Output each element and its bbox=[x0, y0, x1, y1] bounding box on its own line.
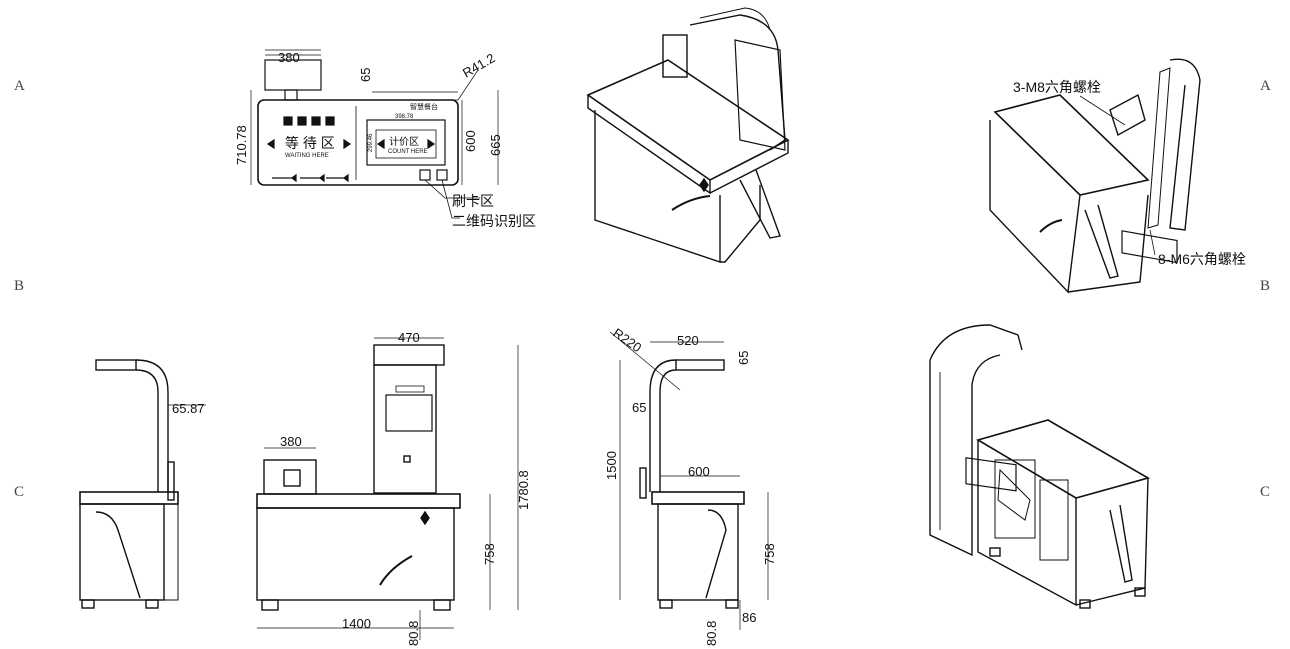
iso-monitor bbox=[662, 34, 688, 78]
count-zone-title: 计价区 bbox=[389, 135, 419, 148]
dim-arm-length: 520 bbox=[677, 333, 699, 348]
dim-depth-desk: 600 bbox=[463, 130, 478, 152]
sign-title: 智慧餐台 bbox=[410, 102, 438, 111]
iso-view-front bbox=[586, 7, 790, 263]
side-view-right bbox=[609, 331, 769, 630]
dim-desk-height-side: 758 bbox=[762, 543, 777, 565]
iso-view-back bbox=[929, 324, 1151, 609]
dim-caster-width: 86 bbox=[742, 610, 756, 625]
count-zone-sub: COUNT HERE bbox=[388, 149, 428, 155]
card-zone-label: 刷卡区 bbox=[452, 193, 494, 209]
dim-caster-front: 80.8 bbox=[406, 621, 421, 646]
grid-row-c-right: C bbox=[1260, 484, 1271, 500]
grid-row-b-right: B bbox=[1260, 278, 1271, 294]
grid-row-a-left: A bbox=[14, 78, 25, 94]
dim-caster-side: 80.8 bbox=[704, 621, 719, 646]
dim-desk-depth: 600 bbox=[688, 464, 710, 479]
top-view bbox=[250, 49, 499, 219]
dim-head-width: 470 bbox=[398, 330, 420, 345]
dim-pole-height: 1500 bbox=[604, 451, 619, 480]
wait-zone-sub: WAITING HERE bbox=[285, 153, 329, 159]
front-view bbox=[256, 337, 519, 640]
bolt-m6-label: 8-M6六角螺栓 bbox=[1158, 251, 1246, 267]
card-reader bbox=[419, 169, 431, 181]
dim-thickness: 65 bbox=[358, 68, 373, 82]
qr-zone-label: 二维码识别区 bbox=[452, 213, 536, 229]
grid-row-b-left: B bbox=[14, 278, 25, 294]
grid-row-c-left: C bbox=[14, 484, 25, 500]
dim-arm-t: 65 bbox=[736, 351, 751, 365]
iso-view-exploded bbox=[989, 58, 1201, 294]
count-zone-height: 299.46 bbox=[368, 133, 374, 152]
qr-reader bbox=[436, 169, 448, 181]
dim-total-height: 1780.8 bbox=[516, 470, 531, 510]
bolt-m8-label: 3-M8六角螺栓 bbox=[1013, 79, 1101, 95]
dim-depth-desk2: 665 bbox=[488, 134, 503, 156]
top-monitor-mount bbox=[284, 89, 298, 101]
dim-monitor-width-front: 380 bbox=[280, 434, 302, 449]
dim-radius: R41.2 bbox=[460, 50, 498, 80]
wait-zone-title: 等 待 区 bbox=[285, 135, 335, 151]
dim-arm-t2: 65 bbox=[632, 400, 646, 415]
grid-row-a-right: A bbox=[1260, 78, 1271, 94]
top-desk-plate bbox=[257, 99, 459, 186]
dim-arm-thick: 65.87 bbox=[172, 401, 205, 416]
dim-desk-height: 758 bbox=[482, 543, 497, 565]
dim-desk-width: 1400 bbox=[342, 616, 371, 631]
dim-depth-total: 710.78 bbox=[234, 125, 249, 165]
dim-monitor-width: 380 bbox=[278, 50, 300, 65]
count-zone-width: 398.78 bbox=[395, 114, 414, 120]
count-zone-frame bbox=[366, 119, 446, 166]
side-view-left bbox=[79, 359, 206, 609]
dim-radius-side: R220 bbox=[610, 325, 644, 355]
